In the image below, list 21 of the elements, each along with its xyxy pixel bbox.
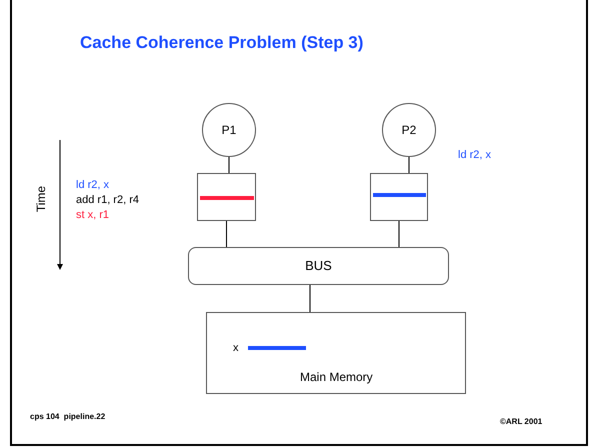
connector-line — [226, 220, 227, 248]
instruction-text: ld r2, x — [76, 178, 110, 193]
time-axis-label: Time — [33, 186, 50, 212]
connector-line — [228, 156, 230, 174]
memory-label: Main Memory — [300, 369, 373, 386]
connector-line — [408, 156, 410, 174]
footer-text: cps 104 pipeline.22 — [30, 411, 106, 423]
memory-box — [206, 312, 466, 394]
instruction-text: ld r2, x — [458, 148, 492, 163]
bus-box — [188, 247, 449, 285]
node-label: P1 — [222, 122, 236, 139]
connector-line — [398, 220, 400, 248]
cache-box — [370, 173, 428, 221]
cache-box — [197, 173, 256, 221]
node-label: BUS — [305, 257, 332, 276]
node-label: P2 — [402, 122, 416, 139]
instruction-text: st x, r1 — [76, 208, 110, 223]
instruction-text: add r1, r2, r4 — [76, 193, 139, 208]
slide-title: Cache Coherence Problem (Step 3) — [80, 32, 364, 54]
variable-label: x — [233, 341, 238, 356]
footer-text: ©ARL 2001 — [500, 416, 542, 428]
